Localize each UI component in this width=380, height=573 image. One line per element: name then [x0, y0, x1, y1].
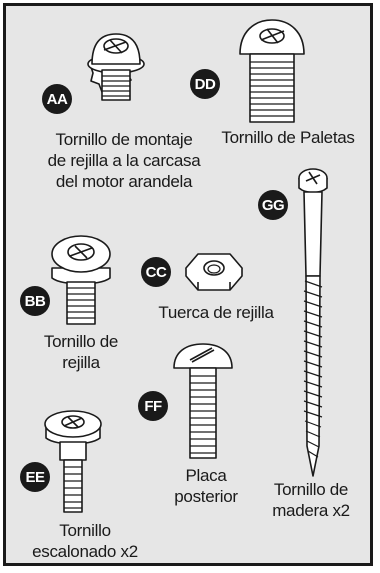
part-badge-ff: FF — [138, 391, 168, 421]
hex-nut-icon — [185, 253, 243, 291]
part-label-ee: Tornillo escalonado x2 — [32, 521, 138, 561]
pan-screw-icon — [239, 19, 305, 123]
part-badge-gg: GG — [258, 190, 288, 220]
part-label-bb: Tornillo de rejilla — [43, 332, 119, 372]
shoulder-screw-icon — [44, 410, 102, 513]
part-badge-dd: DD — [190, 69, 220, 99]
part-badge-ee: EE — [20, 462, 50, 492]
grille-screw-icon — [51, 235, 111, 325]
part-label-dd: Tornillo de Paletas — [221, 128, 355, 147]
parts-panel: AA DD GG BB CC FF EE Tornillo de montaje… — [3, 3, 373, 566]
part-badge-aa: AA — [42, 84, 72, 114]
part-label-aa: Tornillo de montaje de rejilla a la carc… — [47, 130, 201, 191]
part-label-cc: Tuerca de rejilla — [158, 303, 274, 322]
wood-screw-icon — [298, 168, 328, 477]
part-badge-bb: BB — [20, 286, 50, 316]
part-badge-cc: CC — [141, 257, 171, 287]
washer-screw-icon — [87, 33, 145, 101]
part-label-ff: Placa posterior — [174, 466, 238, 506]
backplate-screw-icon — [173, 343, 233, 459]
parts-illustration — [44, 19, 328, 513]
part-label-gg: Tornillo de madera x2 — [272, 480, 350, 520]
